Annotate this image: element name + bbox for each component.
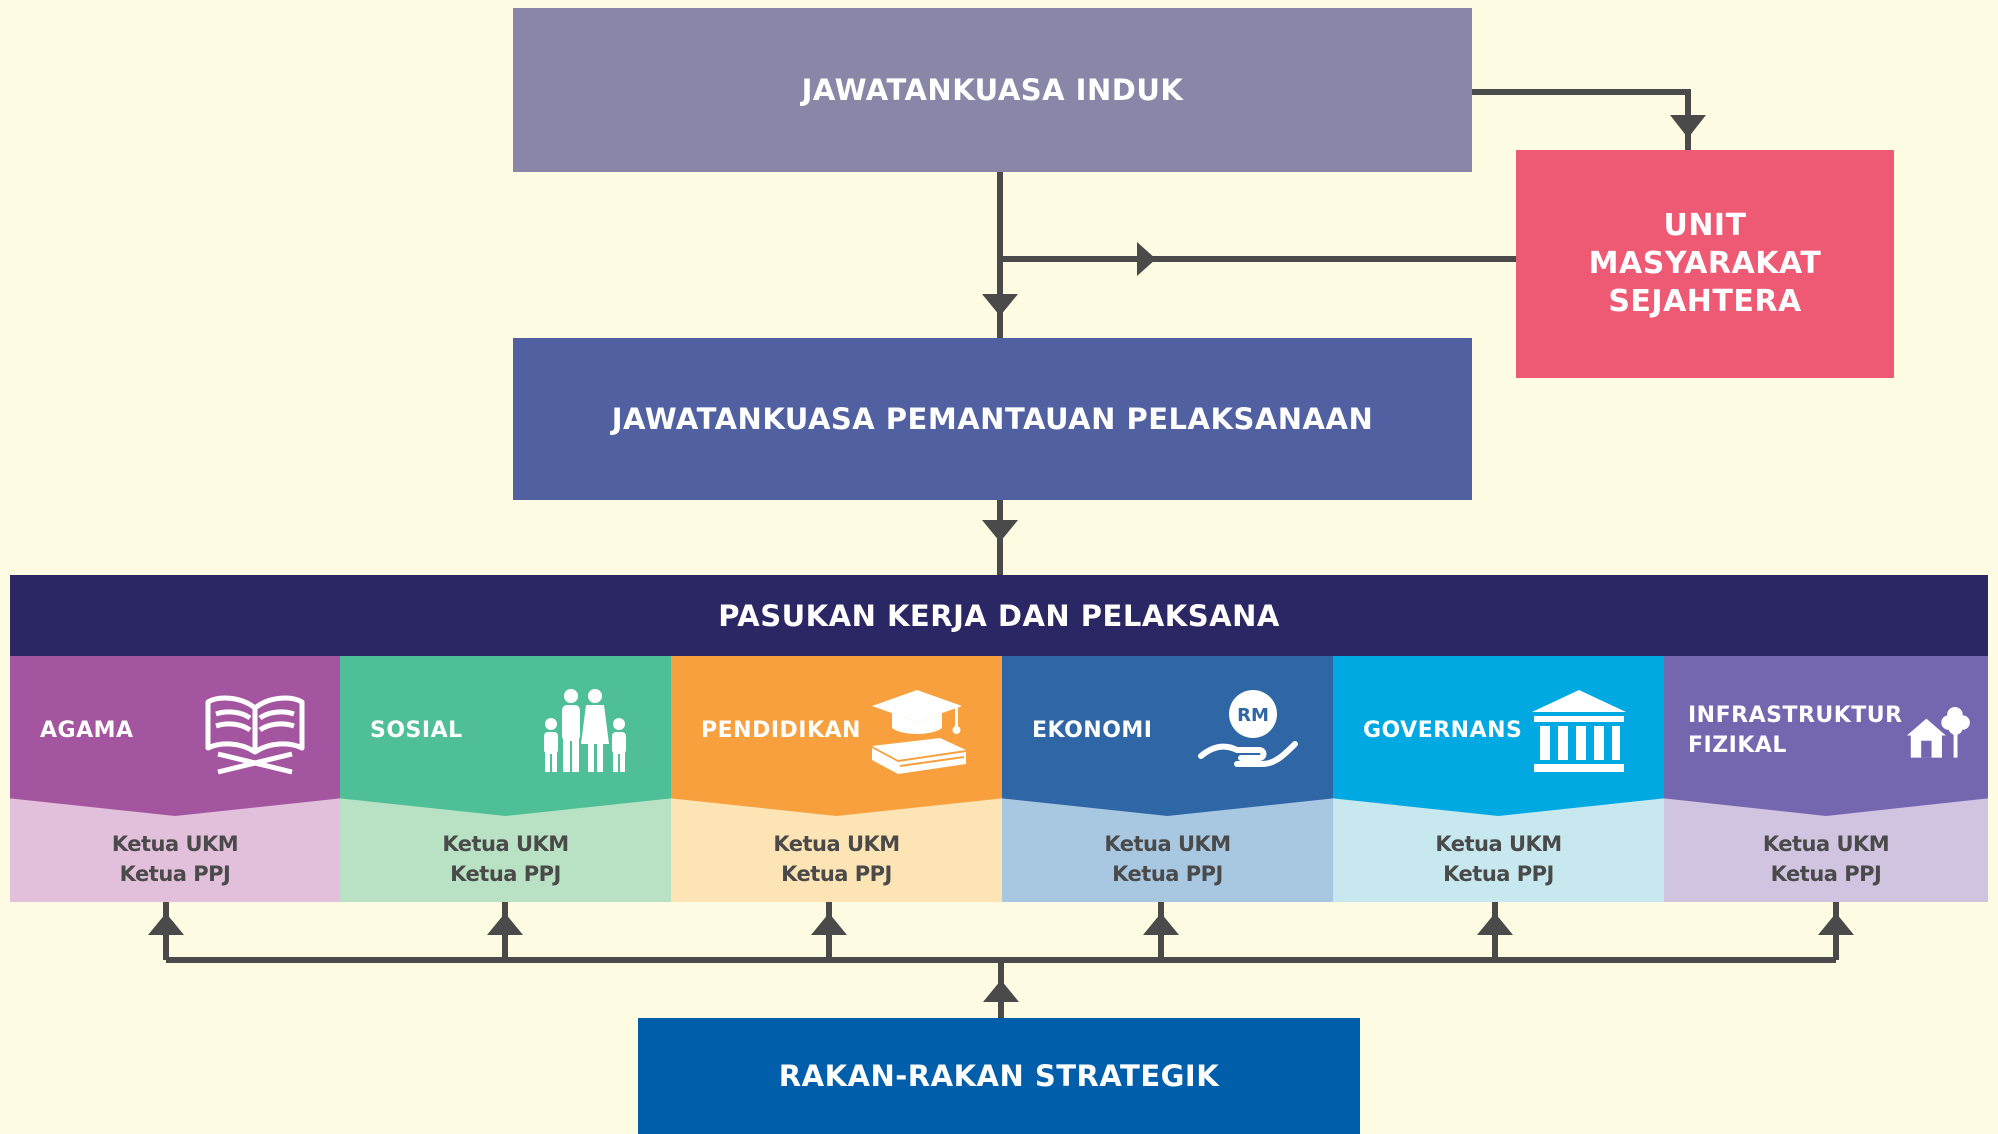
task-force-banner: PASUKAN KERJA DAN PELAKSANA	[10, 575, 1988, 656]
sector-ekonomi-line1: Ketua UKM	[1104, 832, 1231, 856]
unit-label-line1: UNIT	[1663, 208, 1747, 243]
arrow-left-into-main	[1137, 242, 1156, 276]
unit-box: UNIT MASYARAKAT SEJAHTERA	[1516, 150, 1894, 378]
partners-box: RAKAN-RAKAN STRATEGIK	[638, 1018, 1360, 1134]
monitoring-committee-box: JAWATANKUASA PEMANTAUAN PELAKSANAAN	[513, 338, 1472, 500]
sector-infrastruktur: INFRASTRUKTUR FIZIKAL Ketua UKM Ketua PP…	[1664, 656, 1988, 902]
sector-agama-label: AGAMA	[40, 718, 134, 743]
sector-sosial-line2: Ketua PPJ	[450, 862, 561, 886]
sector-sosial-label: SOSIAL	[370, 718, 463, 743]
connector-top-to-unit	[1472, 89, 1691, 150]
graduation-cap-book-icon	[872, 690, 966, 774]
arrow-up-ekonomi	[1143, 913, 1179, 935]
sector-infrastruktur-line1: Ketua UKM	[1762, 832, 1890, 856]
task-force-label: PASUKAN KERJA DAN PELAKSANA	[718, 598, 1280, 633]
quran-book-icon	[205, 695, 305, 775]
arrow-up-sosial	[487, 913, 523, 935]
sector-ekonomi-label: EKONOMI	[1032, 718, 1153, 743]
government-building-icon	[1532, 690, 1626, 772]
sector-governans-header: GOVERNANS	[1333, 656, 1664, 816]
sector-sosial-header: SOSIAL	[340, 656, 671, 816]
arrow-down-to-monitoring	[982, 294, 1018, 316]
sector-agama: AGAMA Ketua UKM Ketua PPJ	[10, 656, 340, 902]
hand-money-icon-text: RM	[1237, 705, 1269, 726]
arrow-up-to-bus	[983, 980, 1019, 1002]
sector-ekonomi: EKONOMI RM Ketua UKM Ketua PPJ	[1002, 656, 1333, 902]
sector-infrastruktur-header: INFRASTRUKTUR FIZIKAL	[1664, 656, 1988, 816]
unit-label-line3: SEJAHTERA	[1608, 284, 1802, 319]
arrow-down-to-unit	[1670, 115, 1706, 138]
sector-infrastruktur-label: INFRASTRUKTUR FIZIKAL	[1688, 701, 1903, 761]
unit-label-line2: MASYARAKAT	[1588, 246, 1822, 281]
arrow-up-governans	[1477, 913, 1513, 935]
sector-agama-line2: Ketua PPJ	[119, 862, 231, 886]
sector-pendidikan-header: PENDIDIKAN	[671, 656, 1002, 816]
sector-infrastruktur-label-line2: FIZIKAL	[1688, 733, 1787, 758]
sector-governans-label: GOVERNANS	[1363, 718, 1523, 743]
sector-pendidikan-line1: Ketua UKM	[773, 832, 900, 856]
top-committee-label: JAWATANKUASA INDUK	[801, 73, 1184, 107]
partners-label: RAKAN-RAKAN STRATEGIK	[778, 1059, 1220, 1093]
sector-pendidikan: PENDIDIKAN Ketua UKM Ketua PPJ	[671, 656, 1002, 902]
sector-ekonomi-line2: Ketua PPJ	[1112, 862, 1223, 886]
sector-infrastruktur-line2: Ketua PPJ	[1770, 862, 1882, 886]
house-tree-icon	[1906, 706, 1970, 758]
sector-pendidikan-line2: Ketua PPJ	[781, 862, 892, 886]
sector-governans: GOVERNANS Ketua UKM Ketua PPJ	[1333, 656, 1664, 902]
top-committee-box: JAWATANKUASA INDUK	[513, 8, 1472, 172]
arrow-down-to-taskforce	[982, 520, 1018, 542]
arrow-up-agama	[148, 913, 184, 935]
sector-sosial: SOSIAL Ketua UKM Ketua PPJ	[340, 656, 671, 902]
sector-sosial-line1: Ketua UKM	[442, 832, 569, 856]
sector-infrastruktur-label-line1: INFRASTRUKTUR	[1688, 703, 1903, 728]
arrow-up-pendidikan	[811, 913, 847, 935]
sector-pendidikan-label: PENDIDIKAN	[701, 718, 861, 743]
family-icon	[544, 689, 626, 772]
sector-ekonomi-header: EKONOMI RM	[1002, 656, 1333, 816]
arrow-up-infrastruktur	[1818, 913, 1854, 935]
monitoring-committee-label: JAWATANKUASA PEMANTAUAN PELAKSANAAN	[611, 402, 1374, 436]
hand-money-icon: RM	[1198, 690, 1298, 767]
sector-governans-line2: Ketua PPJ	[1443, 862, 1554, 886]
sector-agama-line1: Ketua UKM	[111, 832, 239, 856]
sector-agama-header: AGAMA	[10, 656, 340, 816]
sector-governans-line1: Ketua UKM	[1435, 832, 1562, 856]
